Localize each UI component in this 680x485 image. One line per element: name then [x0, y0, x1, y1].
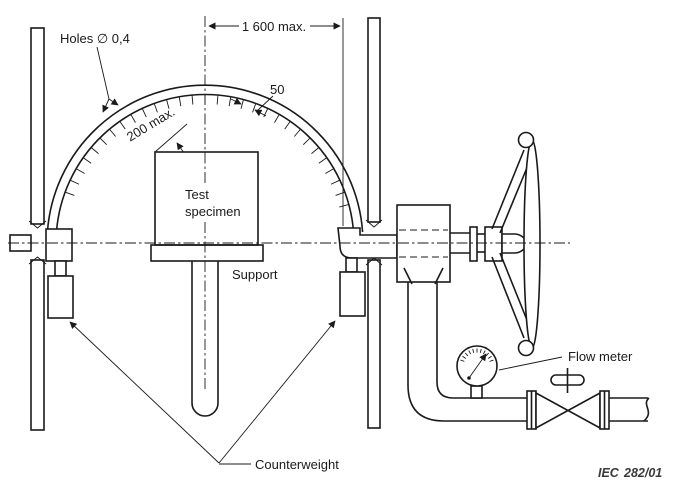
dimension-1600: 1 600 max. — [208, 18, 344, 226]
centerlines — [8, 16, 570, 390]
hole-arrow-icon — [254, 109, 267, 117]
shut-off-valve — [526, 368, 610, 430]
bearing-mark-icon — [28, 220, 47, 229]
figure-reference-number: 282/01 — [623, 466, 662, 480]
handwheel-knob — [517, 131, 535, 149]
valve-body-block — [396, 204, 451, 285]
test-specimen-label-line2: specimen — [185, 204, 241, 219]
flow-meter-gauge: Flow meter — [456, 345, 633, 399]
pipe-open-end — [643, 397, 650, 422]
pedestal — [191, 261, 219, 417]
left-wall — [28, 27, 47, 431]
specimen-max-label: 200 max. — [124, 104, 178, 144]
figure-reference: IEC 282/01 — [598, 466, 662, 480]
bearing-mark-icon — [28, 256, 47, 265]
bearing-mark-icon — [365, 219, 383, 228]
support-label: Support — [232, 267, 278, 282]
test-specimen-label-line1: Test — [185, 187, 209, 202]
left-pivot-assembly — [9, 228, 74, 319]
arc-scale-ticks — [64, 94, 350, 208]
counterweight-callout: Counterweight — [69, 320, 339, 472]
valve-stem-shaft — [450, 226, 527, 262]
left-counterweight — [47, 275, 74, 319]
hole-spacing-callout: 50 — [257, 82, 284, 111]
handwheel — [491, 131, 541, 357]
dimension-1600-label: 1 600 max. — [242, 19, 306, 34]
right-counterweight — [339, 271, 366, 317]
hole-spacing-label: 50 — [270, 82, 284, 97]
counterweight-label: Counterweight — [255, 457, 339, 472]
holes-label: Holes ∅ 0,4 — [60, 31, 130, 46]
holes-callout: Holes ∅ 0,4 — [60, 31, 130, 113]
test-specimen-box: Test specimen — [154, 151, 259, 246]
handwheel-knob — [517, 339, 535, 357]
hole-arrow-icon — [230, 97, 242, 105]
hub-cone — [501, 233, 527, 254]
figure-reference-org: IEC — [598, 466, 620, 480]
support-plate: Support — [150, 244, 278, 282]
gauge-needle — [468, 353, 487, 379]
flow-meter-label: Flow meter — [568, 349, 633, 364]
right-wall — [365, 17, 383, 429]
pipe — [407, 282, 650, 422]
